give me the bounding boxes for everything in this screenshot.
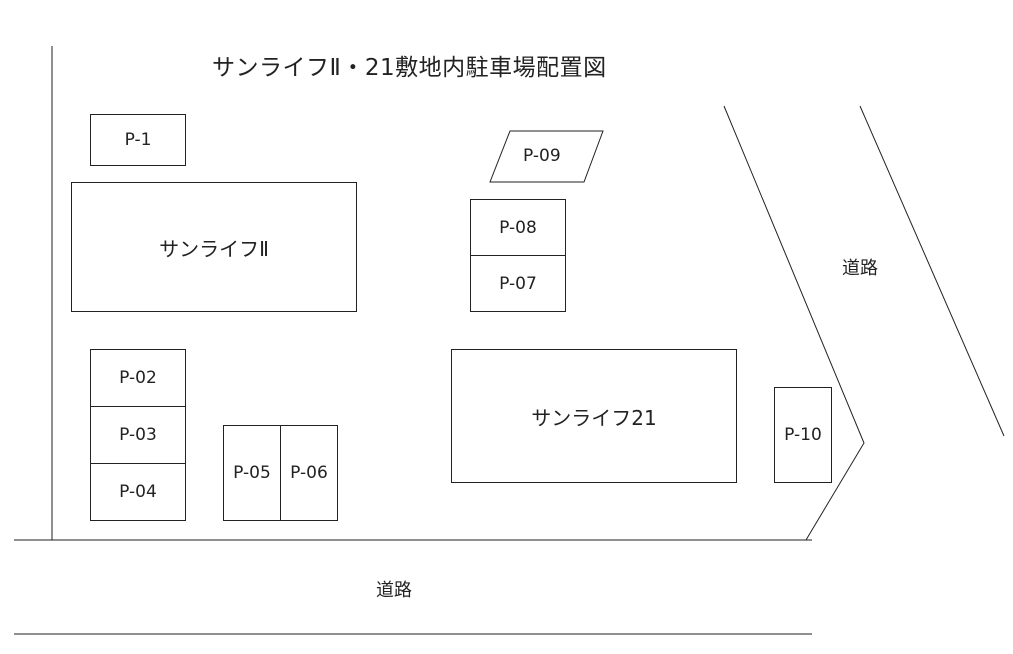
right-road-edge-outer [859,105,1005,437]
right-road-edge-inner [723,105,865,541]
parking-p03: P-03 [90,406,186,464]
diagram-title: サンライフⅡ・21敷地内駐車場配置図 [212,55,607,81]
parking-p10: P-10 [774,387,832,483]
parking-p06: P-06 [280,425,338,521]
parking-p07: P-07 [470,255,566,312]
road-label-bottom: 道路 [376,580,412,601]
building-sunlife2: サンライフⅡ [71,182,357,312]
parking-p08: P-08 [470,199,566,256]
building-sunlife21: サンライフ21 [451,349,737,483]
parking-p09-outline [489,130,604,183]
parking-p02: P-02 [90,349,186,407]
parking-p05: P-05 [223,425,281,521]
parking-p09-label: P-09 [523,146,561,166]
parking-p1: P-1 [90,114,186,166]
parking-p04: P-04 [90,463,186,521]
road-label-right: 道路 [842,258,878,279]
